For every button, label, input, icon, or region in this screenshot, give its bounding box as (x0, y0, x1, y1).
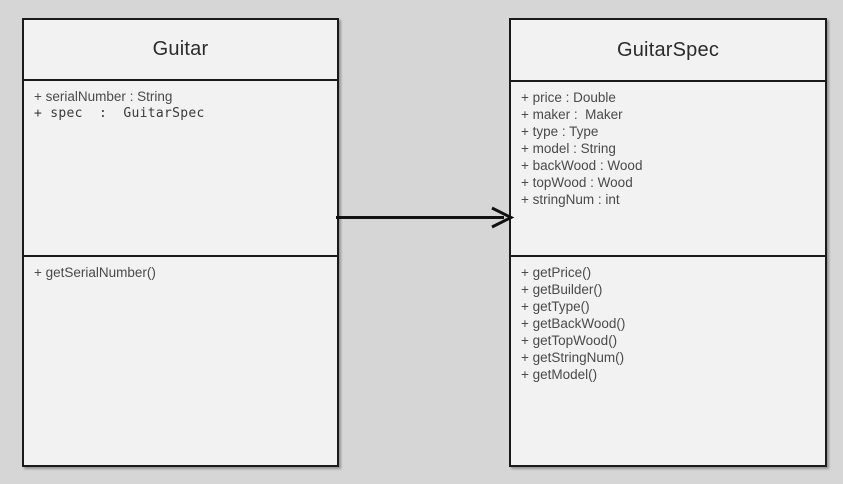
attribute-row: + backWood : Wood (521, 158, 643, 173)
uml-class-guitar[interactable]: Guitar + serialNumber : String + spec : … (22, 18, 339, 467)
attribute-row: + topWood : Wood (521, 175, 633, 190)
operation-row: + getBuilder() (521, 282, 603, 297)
uml-class-guitarspec[interactable]: GuitarSpec + price : Double + maker : Ma… (509, 18, 827, 467)
operations-compartment-guitarspec: + getPrice() + getBuilder() + getType() … (511, 257, 825, 465)
attributes-compartment-guitarspec: + price : Double + maker : Maker + type … (511, 82, 825, 257)
class-header-guitar: Guitar (24, 20, 337, 81)
attribute-row: + stringNum : int (521, 192, 620, 207)
attribute-row: + price : Double (521, 90, 616, 105)
operations-compartment-guitar: + getSerialNumber() (24, 257, 337, 465)
operation-row: + getModel() (521, 367, 598, 382)
class-header-guitarspec: GuitarSpec (511, 20, 825, 82)
operation-row: + getSerialNumber() (34, 265, 156, 280)
attribute-row: + model : String (521, 141, 616, 156)
arrowhead-icon (491, 206, 515, 229)
operation-row: + getPrice() (521, 265, 592, 280)
attribute-row: + spec : GuitarSpec (34, 106, 205, 121)
class-name-guitar: Guitar (152, 38, 209, 60)
attribute-row: + type : Type (521, 124, 599, 139)
class-name-guitarspec: GuitarSpec (616, 38, 720, 61)
operation-row: + getStringNum() (521, 350, 625, 365)
attribute-row: + serialNumber : String (34, 89, 173, 104)
attribute-row: + maker : Maker (521, 107, 623, 122)
operation-row: + getBackWood() (521, 316, 626, 331)
operation-row: + getTopWood() (521, 333, 618, 348)
attributes-compartment-guitar: + serialNumber : String + spec : GuitarS… (24, 81, 337, 257)
association-arrow-guitar-to-guitarspec[interactable] (336, 205, 515, 231)
operation-row: + getType() (521, 299, 590, 314)
